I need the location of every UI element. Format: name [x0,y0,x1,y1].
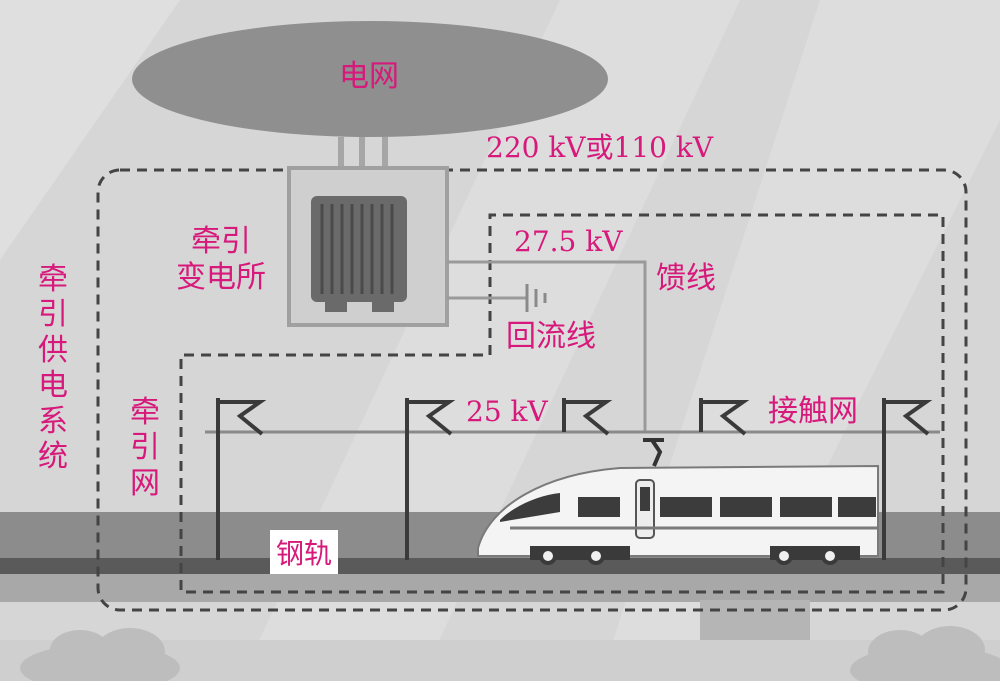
catenary-pole [882,398,933,560]
traction-network-boundary-dashed [179,213,945,594]
feeder-label: 馈线 [656,261,716,296]
ground-symbol [525,284,547,312]
catenary-pole [405,398,456,560]
grid-label: 电网 [339,59,399,94]
clouds [20,626,1000,681]
catenary-pole [562,398,613,436]
high-speed-train [477,438,879,565]
catenary-pole [216,398,267,560]
catenary-pole [699,398,750,436]
system-boundary-dashed [96,168,968,612]
catenary-voltage-label: 25 kV [466,395,548,428]
traction-network-label: 牵引网 [130,395,160,501]
catenary-label: 接触网 [768,394,858,429]
feeder-line [447,260,647,432]
substation-label: 牵引 变电所 [176,224,266,295]
traction-power-system-label: 牵引供电系统 [38,262,68,474]
track-bed [0,574,1000,602]
transformer [311,196,407,312]
catenary-poles [216,398,933,560]
rail-label: 钢轨 [270,530,339,574]
incoming-voltage-label: 220 kV或110 kV [486,131,714,164]
rail-track [0,558,1000,574]
pantograph [643,438,664,467]
power-grid-ellipse [132,21,608,137]
return-line-label: 回流线 [506,319,596,354]
output-voltage-label: 27.5 kV [514,225,623,258]
